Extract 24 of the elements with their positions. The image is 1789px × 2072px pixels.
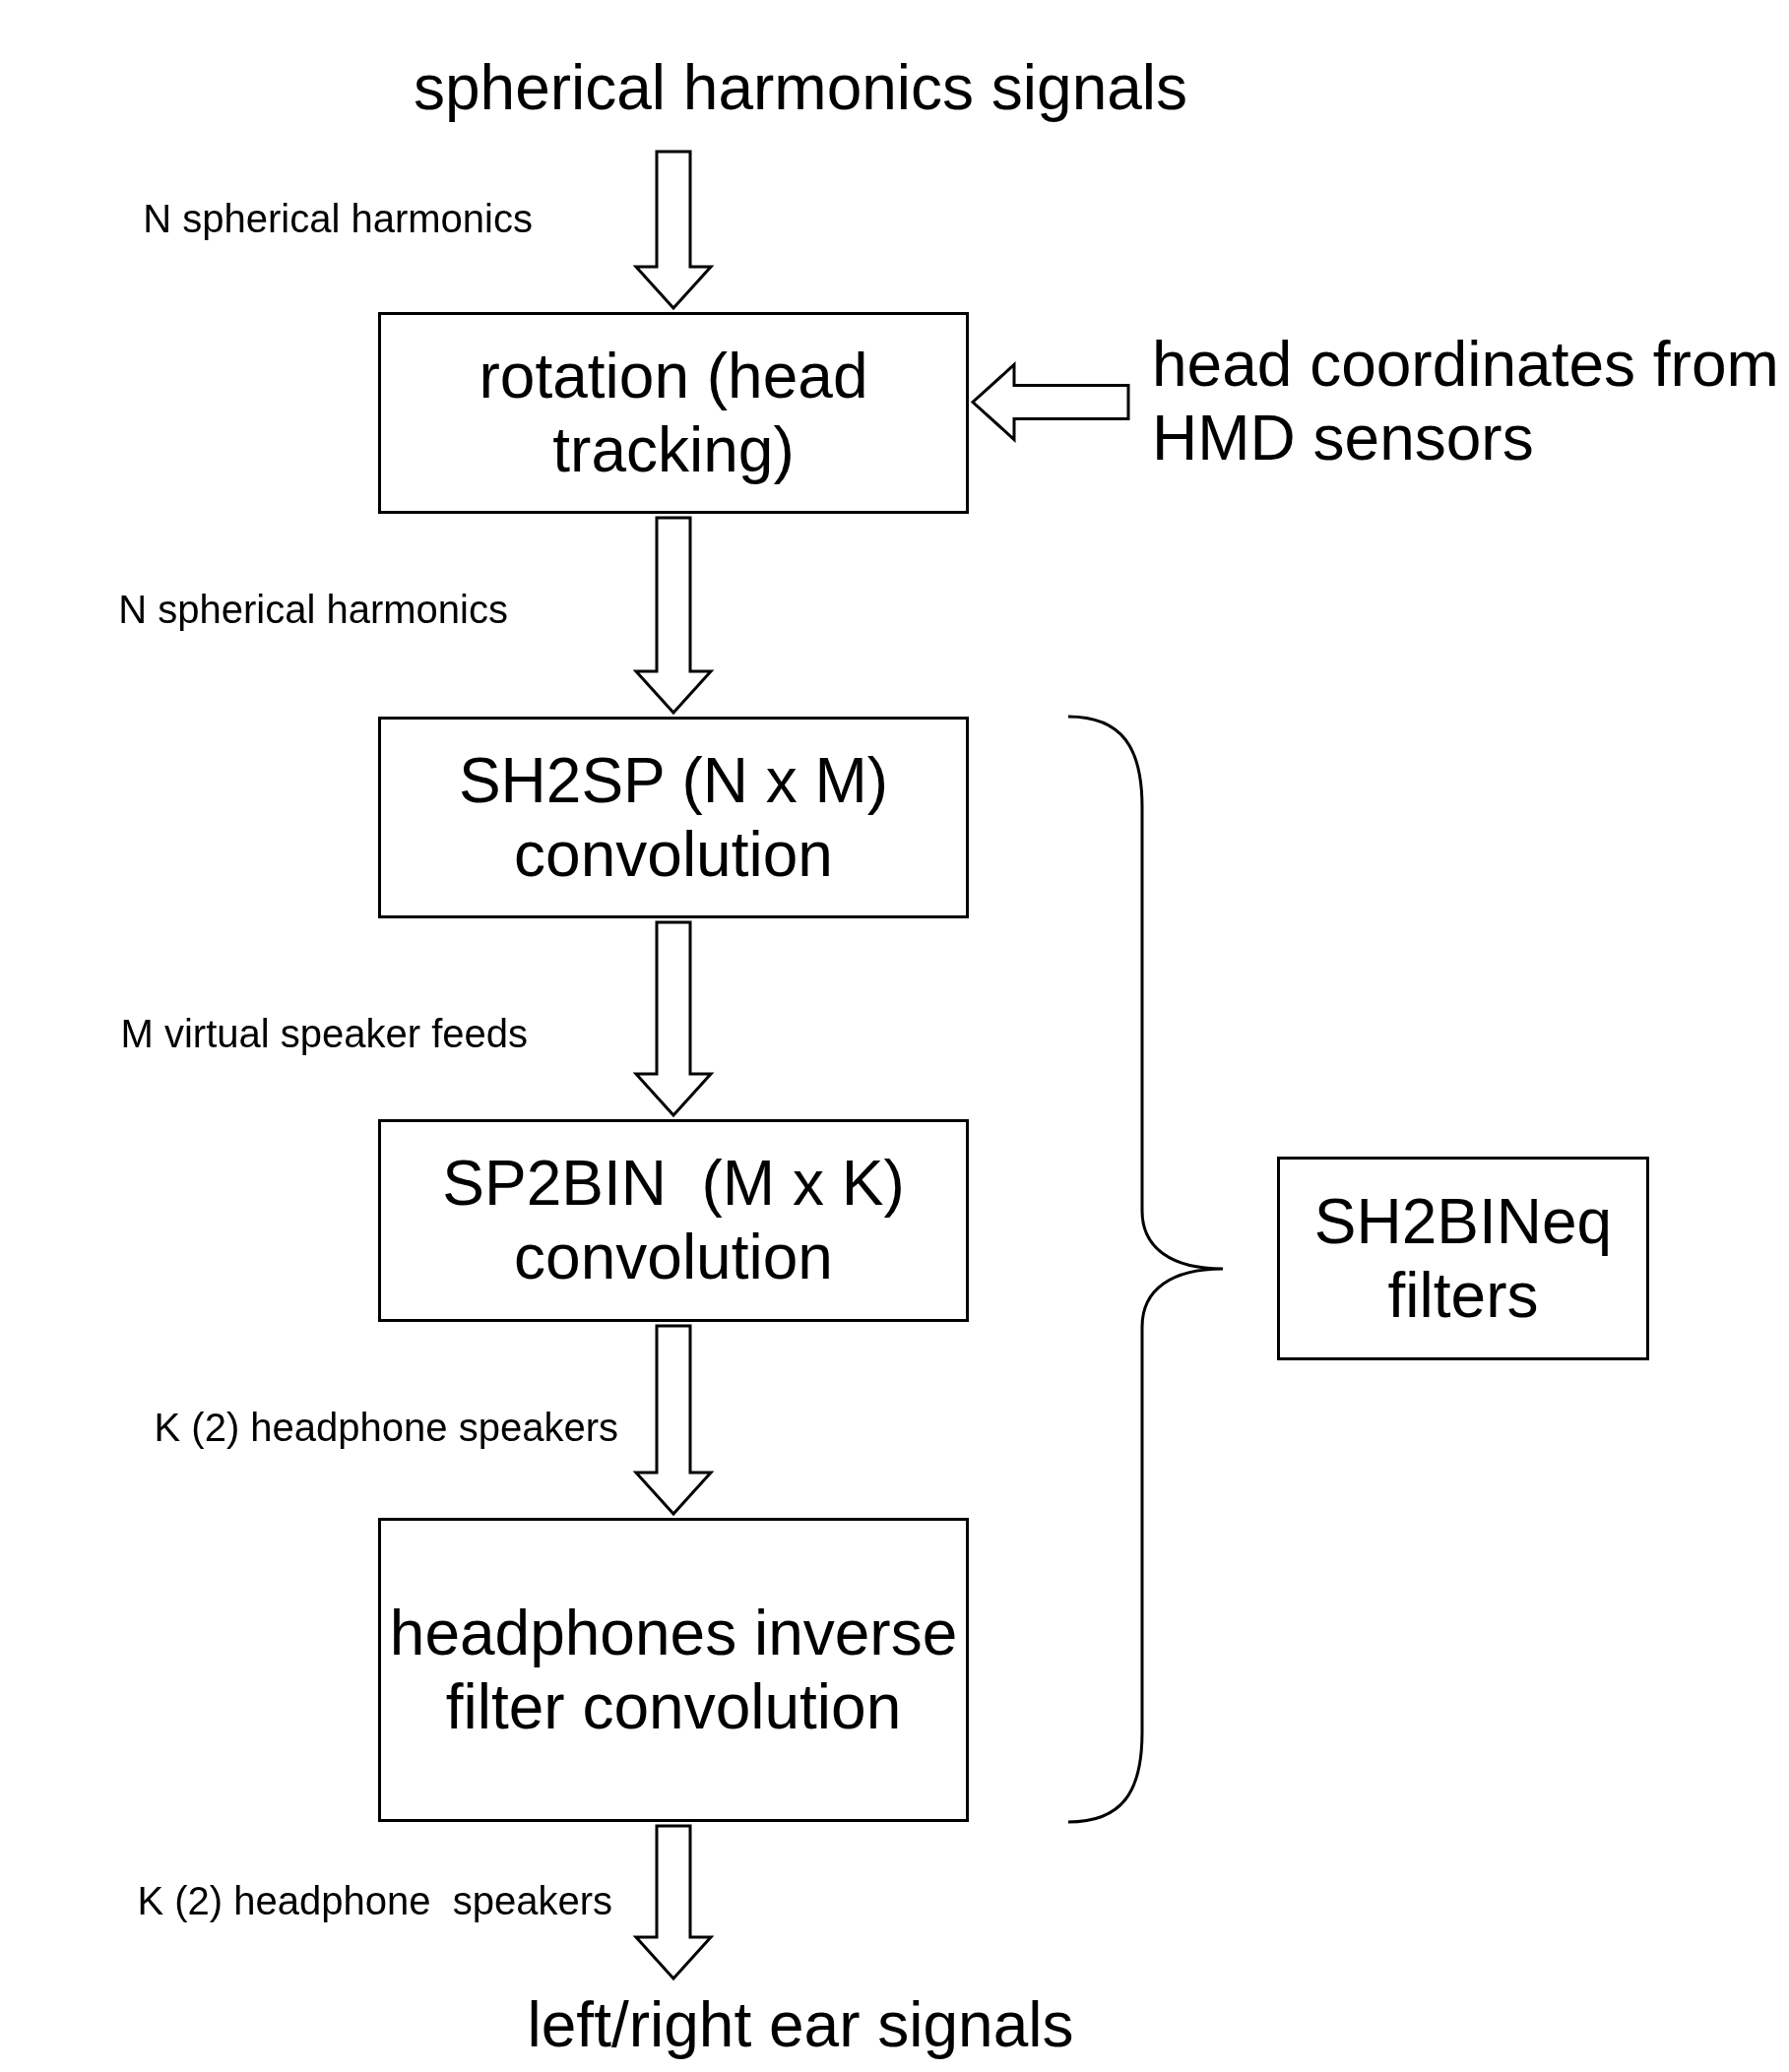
- hollow-arrow: [632, 150, 715, 311]
- hollow-arrow: [632, 1824, 715, 1981]
- hollow-arrow: [632, 1324, 715, 1517]
- edge-label: N spherical harmonics: [118, 587, 508, 633]
- box-label: headphones inverse filter convolution: [389, 1596, 958, 1744]
- process-box: [378, 1518, 969, 1822]
- hollow-arrow: [970, 361, 1130, 443]
- process-box: [378, 717, 969, 918]
- box-label: SH2BINeq filters: [1312, 1184, 1614, 1333]
- flow-text: spherical harmonics signals: [413, 50, 1188, 125]
- box-label: SP2BIN (M x K) convolution: [441, 1147, 906, 1294]
- edge-label: M virtual speaker feeds: [120, 1011, 528, 1057]
- flow-text: left/right ear signals: [527, 1987, 1074, 2062]
- process-box: [378, 312, 969, 514]
- process-box: [1277, 1157, 1649, 1360]
- edge-label: K (2) headphone speakers: [154, 1405, 618, 1451]
- process-box: [378, 1119, 969, 1322]
- flow-text: head coordinates from HMD sensors: [1152, 327, 1780, 475]
- box-label: rotation (head tracking): [478, 339, 869, 487]
- box-label: SH2SP (N x M) convolution: [457, 743, 890, 892]
- hollow-arrow: [632, 920, 715, 1118]
- edge-label: K (2) headphone speakers: [137, 1878, 612, 1924]
- edge-label: N spherical harmonics: [143, 196, 533, 242]
- hollow-arrow: [632, 516, 715, 716]
